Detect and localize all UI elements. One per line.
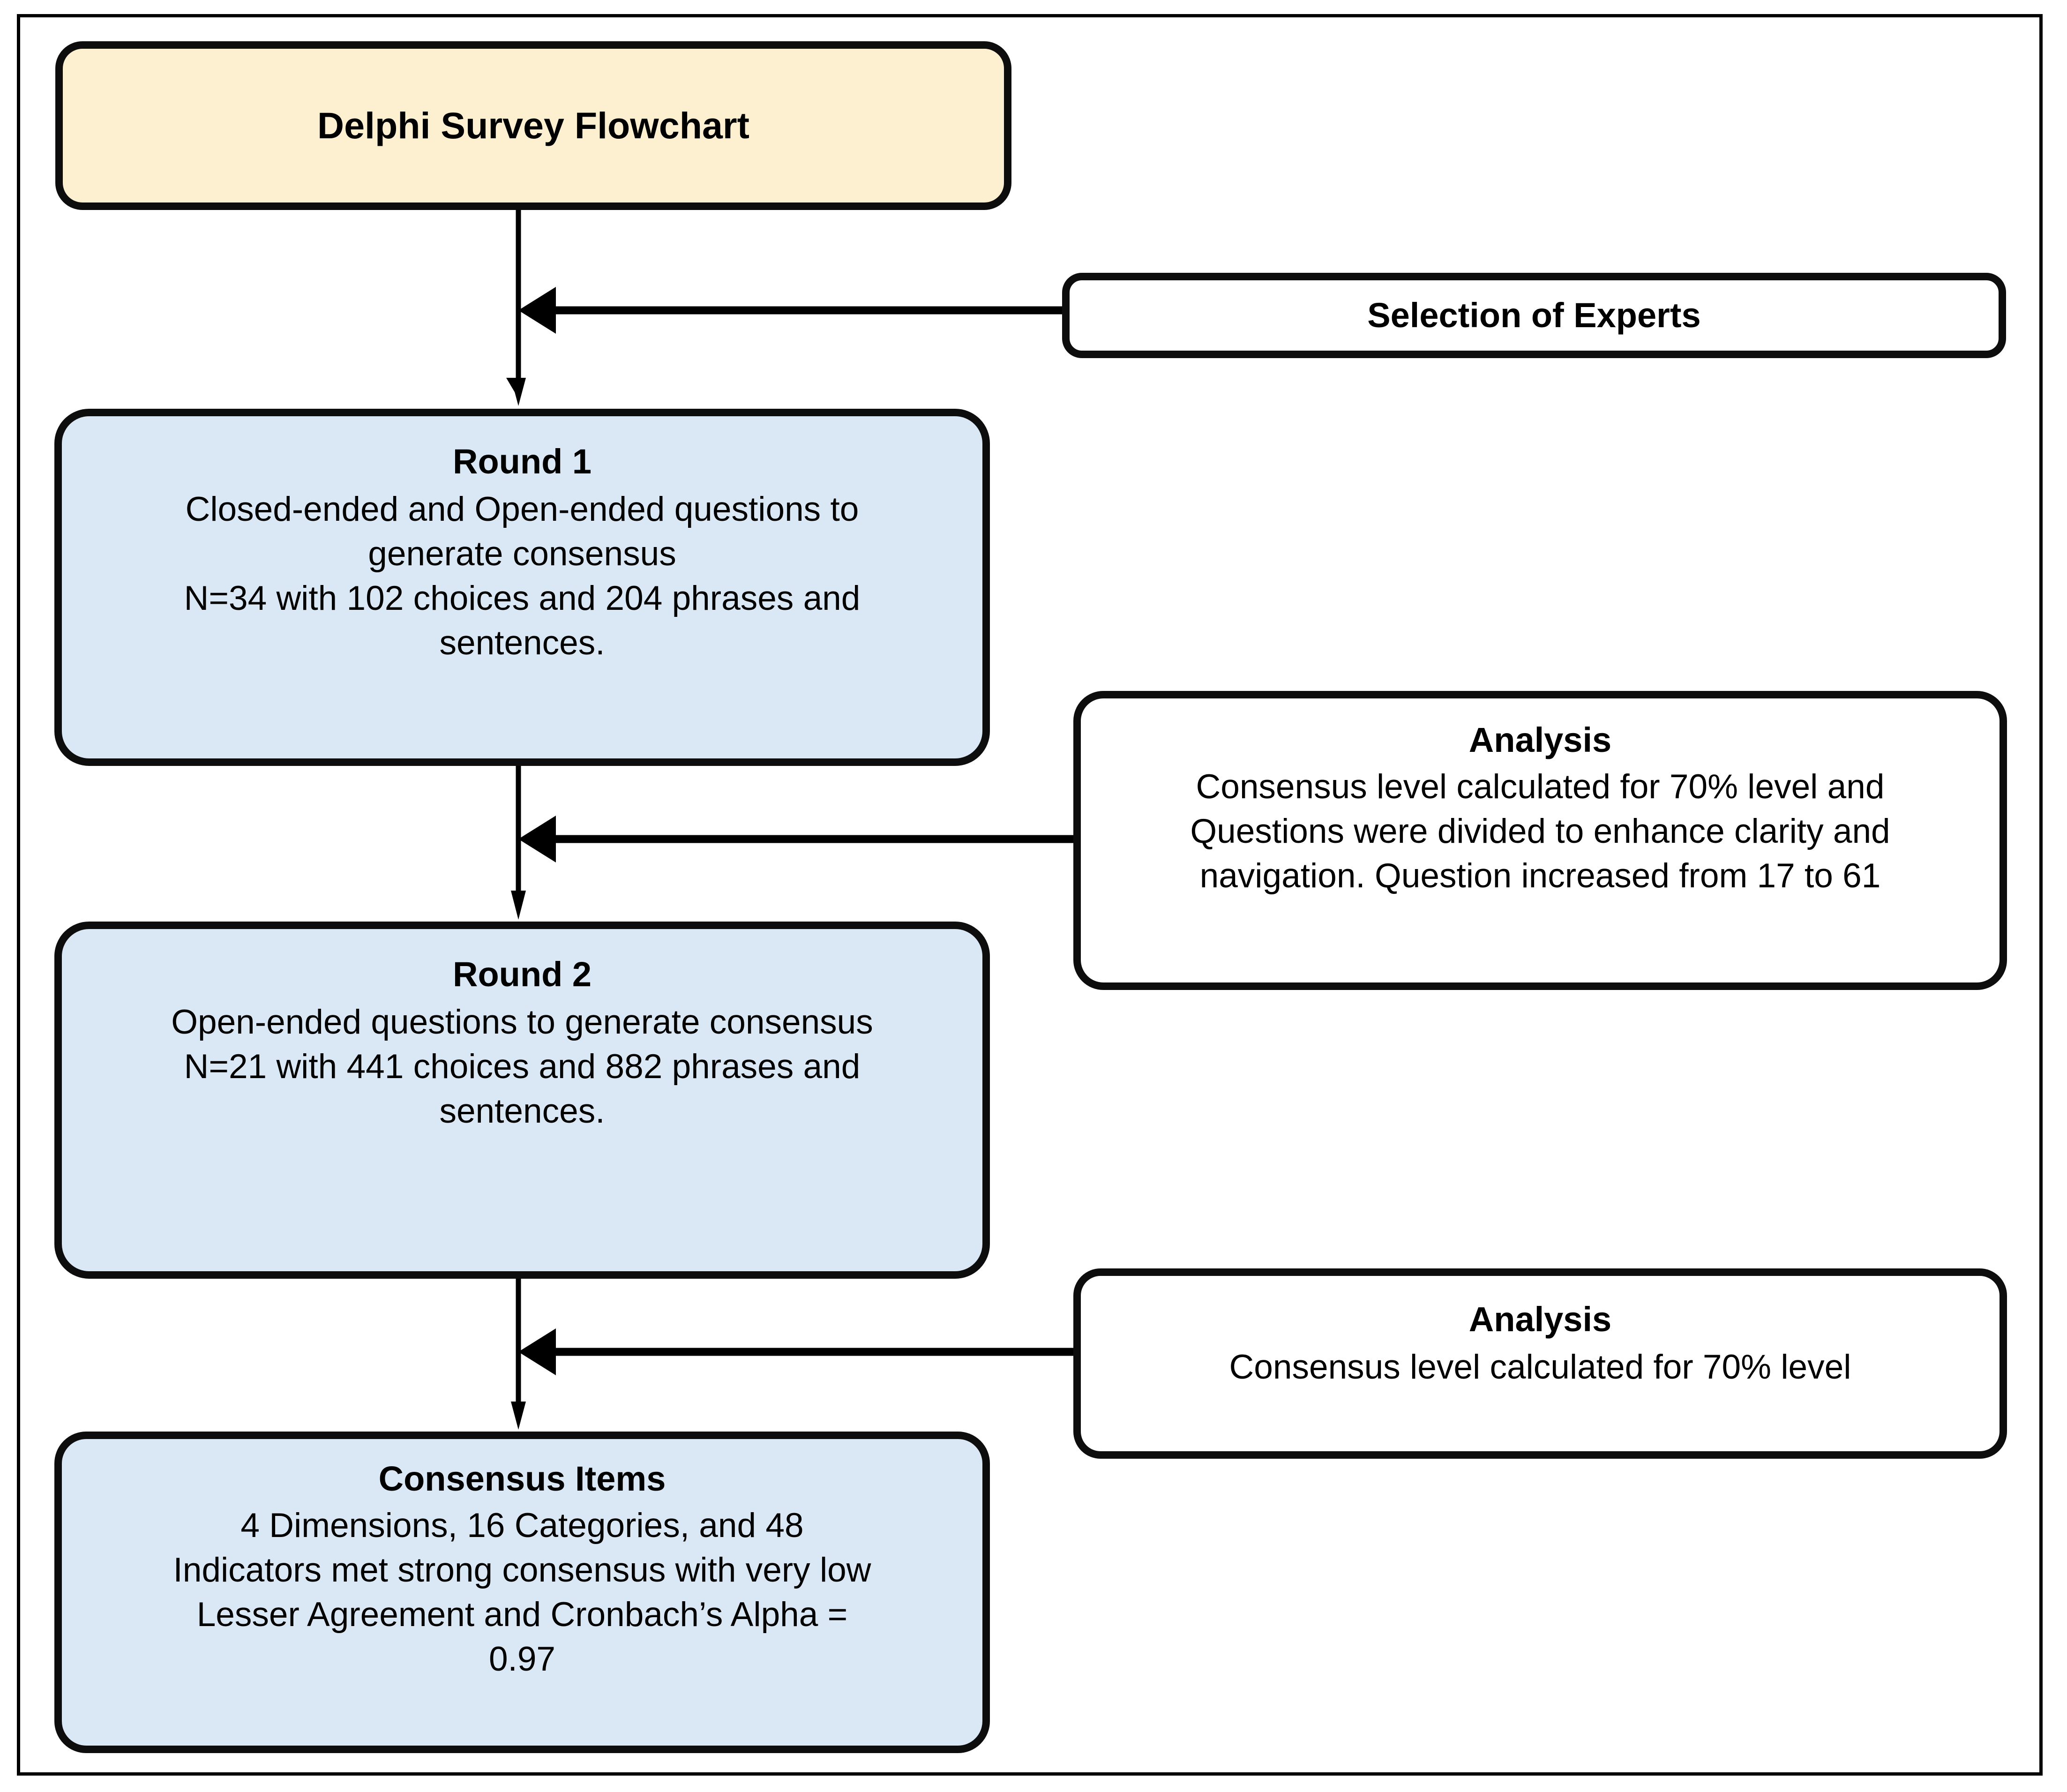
- title-box-label: Delphi Survey Flowchart: [317, 104, 749, 146]
- consensus-body: 4 Dimensions, 16 Categories, and 48 Indi…: [173, 1504, 871, 1682]
- round1-line-1: Closed-ended and Open-ended questions to: [185, 490, 859, 529]
- analysis1-title: Analysis: [1468, 720, 1612, 759]
- analysis2-line-1: Consensus level calculated for 70% level: [1229, 1348, 1851, 1387]
- round1-line-2: generate consensus: [368, 535, 676, 573]
- node-delphi-survey-flowchart[interactable]: Delphi Survey Flowchart: [55, 41, 1011, 210]
- analysis1-body: Consensus level calculated for 70% level…: [1190, 765, 1890, 899]
- round2-title: Round 2: [453, 955, 592, 994]
- consensus-title: Consensus Items: [378, 1459, 666, 1498]
- analysis1-line-2: Questions were divided to enhance clarit…: [1190, 812, 1890, 851]
- analysis2-title: Analysis: [1468, 1300, 1612, 1339]
- round2-line-3: sentences.: [439, 1092, 605, 1131]
- round1-line-4: sentences.: [439, 623, 605, 662]
- round1-body: Closed-ended and Open-ended questions to…: [184, 487, 861, 666]
- node-round-2[interactable]: Round 2 Open-ended questions to generate…: [54, 922, 990, 1279]
- round2-line-2: N=21 with 441 choices and 882 phrases an…: [184, 1048, 861, 1086]
- node-analysis-round-1[interactable]: Analysis Consensus level calculated for …: [1073, 691, 2007, 990]
- consensus-line-2: Indicators met strong consensus with ver…: [173, 1551, 871, 1590]
- node-analysis-round-2[interactable]: Analysis Consensus level calculated for …: [1073, 1268, 2007, 1459]
- analysis1-line-3: navigation. Question increased from 17 t…: [1199, 857, 1881, 895]
- consensus-line-3: Lesser Agreement and Cronbach’s Alpha =: [196, 1596, 848, 1634]
- round2-line-1: Open-ended questions to generate consens…: [171, 1003, 873, 1042]
- node-consensus-items[interactable]: Consensus Items 4 Dimensions, 16 Categor…: [54, 1432, 990, 1753]
- round1-line-3: N=34 with 102 choices and 204 phrases an…: [184, 579, 861, 618]
- round1-title: Round 1: [453, 442, 592, 481]
- selection-box-label: Selection of Experts: [1367, 295, 1701, 335]
- analysis1-line-1: Consensus level calculated for 70% level…: [1196, 768, 1885, 806]
- round2-body: Open-ended questions to generate consens…: [171, 1000, 873, 1134]
- node-round-1[interactable]: Round 1 Closed-ended and Open-ended ques…: [54, 409, 990, 766]
- node-selection-of-experts[interactable]: Selection of Experts: [1062, 273, 2006, 358]
- analysis2-body: Consensus level calculated for 70% level: [1229, 1345, 1851, 1390]
- consensus-line-4: 0.97: [488, 1640, 556, 1678]
- consensus-line-1: 4 Dimensions, 16 Categories, and 48: [240, 1507, 804, 1545]
